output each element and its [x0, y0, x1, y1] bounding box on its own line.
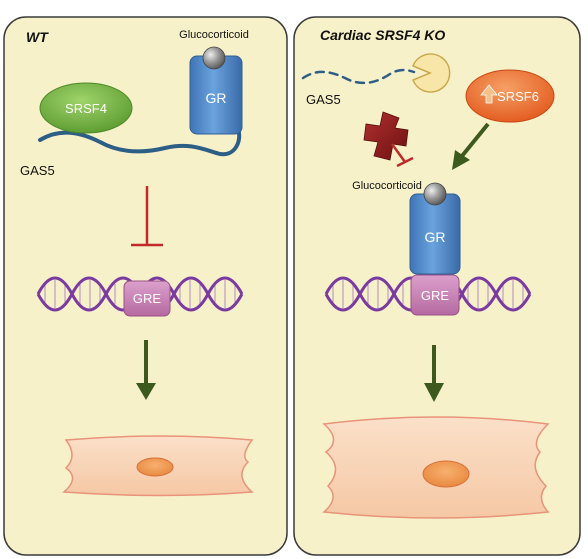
wt-gre-element: GRE [123, 280, 171, 317]
ko-blocked-cross-icon [363, 111, 409, 161]
wt-nucleus [136, 457, 174, 477]
ko-panel: Cardiac SRSF4 KO GAS5 SRSF6 Glucocortico… [293, 16, 581, 556]
ko-srsf6-activation-arrow [452, 122, 490, 170]
ko-rna-degradation-pacman [412, 53, 451, 93]
ko-srsf6-label: SRSF6 [497, 89, 539, 104]
ko-blocked-inhibition-symbol [390, 143, 414, 168]
wt-panel: WT Glucocorticoid GAS5 SRSF4 GR [3, 16, 288, 556]
wt-gre-label: GRE [133, 291, 162, 306]
ko-panel-title: Cardiac SRSF4 KO [320, 27, 445, 43]
ko-srsf6-protein: SRSF6 [465, 69, 555, 123]
wt-panel-title: WT [26, 29, 49, 45]
up-arrow-icon [480, 84, 498, 104]
wt-down-arrow [136, 340, 156, 400]
ko-down-arrow [424, 345, 444, 402]
ko-glucocorticoid-molecule [423, 182, 447, 206]
wt-srsf4-label: SRSF4 [65, 101, 107, 116]
wt-glucocorticoid-molecule [202, 46, 226, 70]
ko-glucocorticoid-label: Glucocorticoid [352, 180, 422, 192]
ko-gr-label: GR [425, 229, 446, 245]
ko-gas5-label: GAS5 [306, 92, 341, 107]
wt-glucocorticoid-label: Glucocorticoid [179, 29, 249, 41]
wt-gas5-rna-strand [38, 126, 241, 157]
wt-inhibition-symbol [131, 186, 163, 247]
ko-nucleus [422, 460, 470, 488]
ko-gre-label: GRE [421, 288, 450, 303]
wt-gr-receptor: GR [189, 55, 243, 135]
ko-gr-receptor: GR [409, 193, 461, 275]
wt-cardiomyocyte [62, 435, 254, 497]
wt-gr-label: GR [206, 90, 227, 106]
ko-gre-element: GRE [410, 274, 460, 316]
wt-gas5-label: GAS5 [20, 163, 55, 178]
ko-gas5-degraded-strand [301, 68, 416, 85]
ko-hypertrophic-cardiomyocyte [322, 416, 550, 519]
wt-srsf4-protein: SRSF4 [39, 82, 133, 134]
